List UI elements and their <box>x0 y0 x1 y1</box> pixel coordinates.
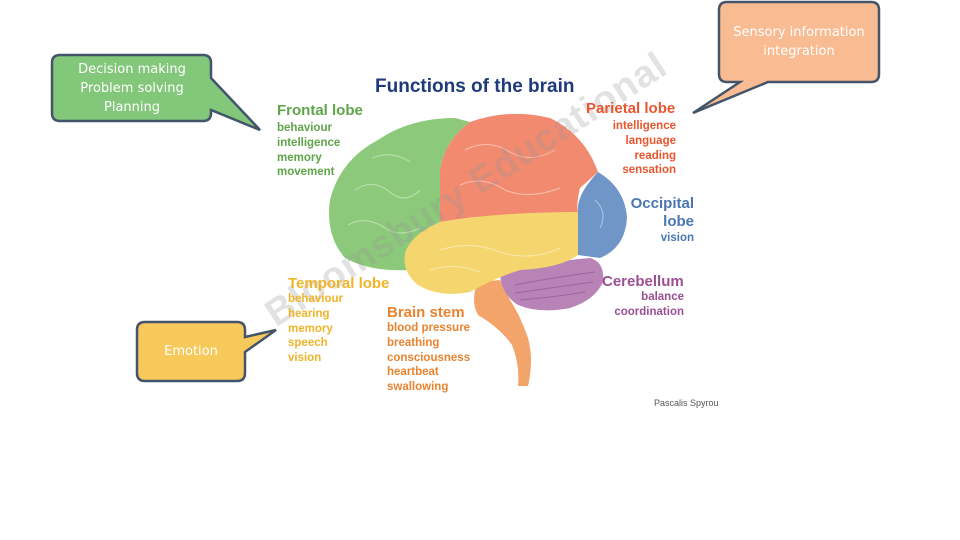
cerebellum-title: Cerebellum <box>602 273 684 290</box>
parietal-callout-text: Sensory information integration <box>733 25 865 59</box>
brain-stem-functions: blood pressure breathing consciousness h… <box>387 322 471 394</box>
brain-stem-title: Brain stem <box>387 304 465 321</box>
occipital-lobe-region <box>577 172 627 258</box>
cerebellum-region <box>500 258 604 311</box>
brain-stem-region <box>474 280 531 386</box>
frontal-callout-text: Decision making Problem solving Planning <box>78 62 186 115</box>
parietal-lobe-functions: intelligence language reading sensation <box>612 120 676 177</box>
parietal-callout-bubble <box>692 0 881 115</box>
temporal-callout-bubble <box>135 320 277 383</box>
occipital-lobe-functions: vision <box>660 232 694 244</box>
temporal-lobe-region <box>404 212 578 294</box>
frontal-lobe-region <box>329 118 470 271</box>
temporal-lobe-title: Temporal lobe <box>288 275 390 292</box>
image-credit: Pascalis Spyrou <box>654 398 719 408</box>
cerebellum-functions: balance coordination <box>614 291 684 318</box>
temporal-callout-text: Emotion <box>164 344 218 359</box>
occipital-lobe-title: Occipital lobe <box>630 195 694 230</box>
parietal-lobe-title: Parietal lobe <box>586 100 676 117</box>
diagram-title: Functions of the brain <box>375 76 575 97</box>
frontal-lobe-functions: behaviour intelligence memory movement <box>277 122 341 179</box>
parietal-lobe-region <box>440 113 598 222</box>
frontal-lobe-title: Frontal lobe <box>277 102 363 119</box>
frontal-callout-bubble <box>50 53 261 132</box>
temporal-lobe-functions: behaviour hearing memory speech vision <box>288 293 343 365</box>
